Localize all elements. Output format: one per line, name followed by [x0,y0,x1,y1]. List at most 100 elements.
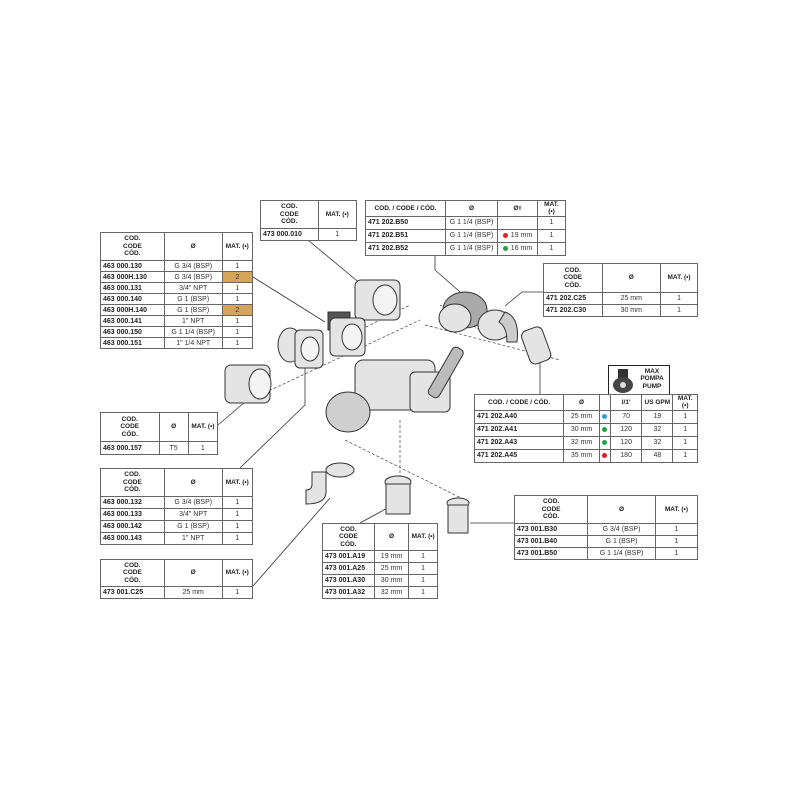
material-code: 1 [654,535,699,548]
column-header: COD. CODE CÓD. [100,468,165,497]
spec-cell: G 1 (BSP) [163,520,223,533]
threaded-flange-part [327,311,366,357]
part-code: 463 000.141 [100,315,165,327]
cell-text: G 3/4 (BSP) [174,262,213,270]
material-code: 1 [537,228,566,243]
max-pump-label: MAX POMPA PUMP [640,368,664,390]
spec-cell: 32 mm [563,435,600,450]
cell-text: 471 202.A43 [477,439,518,447]
cell-text: 471 202.B50 [368,219,409,227]
material-code: 1 [672,409,698,424]
cell-text: G 1 1/4 (BSP) [449,245,494,253]
cell-text: 1 [235,589,240,596]
column-header: MAT. (•) [221,232,254,261]
cell-text: 30 mm [570,426,593,434]
cell-text: 463 000.131 [103,284,142,292]
material-code: 1 [221,520,254,533]
column-header: Ø [373,523,410,551]
column-header: Øт [497,200,538,217]
spec-cell [598,435,612,450]
cell-text: 1 [421,577,426,584]
hose-tail-a-part [521,326,552,365]
column-header: COD. / CODE / CÓD. [365,200,446,217]
part-code: 463 000.140 [100,293,165,305]
color-dot-icon [502,233,508,239]
cell-text: 473 001.A32 [325,589,366,596]
part-code: 473 001.A30 [322,574,375,587]
color-dot-icon [601,427,607,433]
column-header: MAT. (•) [221,468,254,497]
cell-text: 463 000.133 [103,511,142,518]
cell-text: 471 202.A40 [477,413,518,421]
spec-cell: 19 [641,409,674,424]
column-header: MAT. (•) [408,523,438,551]
cell-text: G 1 1/4 (BSP) [171,328,215,336]
spec-cell: 32 mm [373,586,410,599]
cell-text: 1 [677,295,681,302]
column-header: COD. CODE CÓD. [100,559,165,587]
part-code: 473 001.B50 [513,547,589,560]
spec-cell: G 1 (BSP) [163,293,223,305]
material-code: 1 [221,293,254,305]
material-code: 1 [221,337,254,349]
spec-cell: 19 mm [497,228,538,243]
spec-cell: 30 mm [563,422,600,437]
part-code: 473 001.A32 [322,586,375,599]
cell-text: 1 [549,232,554,240]
leader-lines [217,239,543,587]
cell-text: 180 [620,452,632,460]
cell-text: 1 [235,262,240,270]
part-code: 473 001.A19 [322,550,375,563]
cell-text: 120 [620,439,632,447]
column-header: MAT. (•) [654,495,699,524]
part-code: 473 001.C25 [100,586,165,599]
spec-cell [598,422,612,437]
cell-text: 1 [335,231,340,238]
spec-cell [598,448,612,463]
spec-cell: G 3/4 (BSP) [587,523,656,536]
cell-text: 25 mm [620,295,642,302]
cell-text: G 3/4 (BSP) [602,526,641,533]
part-code: 463 000.143 [100,532,165,545]
cell-text: 1 [235,499,240,506]
column-header: US GPM [641,394,674,411]
column-header: l/1' [610,394,643,411]
cell-text: 120 [620,426,632,434]
cell-text: T5 [169,444,178,452]
column-header: COD. CODE CÓD. [260,200,319,229]
material-code: 1 [537,215,566,230]
elbow-bottom-part [305,462,355,505]
material-code: 1 [187,441,219,455]
spec-cell: 25 mm [563,409,600,424]
column-header: MAT. (•) [317,200,358,229]
cell-text: 30 mm [620,307,642,314]
material-code: 1 [660,292,698,305]
part-code: 471 202.C25 [543,292,603,305]
material-code: 1 [672,422,698,437]
column-header [598,394,612,411]
spec-cell [497,215,538,230]
spec-cell: G 3/4 (BSP) [163,260,223,272]
cell-text: 30 mm [380,577,403,584]
cell-text: 1 [421,589,426,596]
